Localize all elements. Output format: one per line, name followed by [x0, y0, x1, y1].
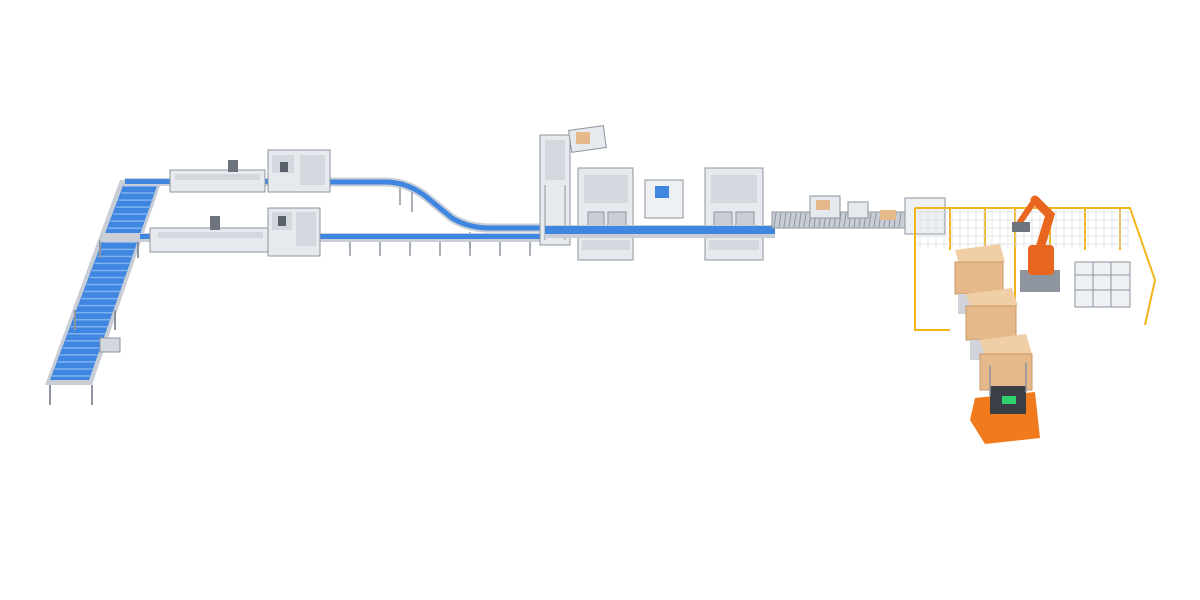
flow-wrapper-bottom	[149, 207, 321, 257]
case-packer-1	[577, 167, 634, 261]
case-packer-2	[704, 167, 764, 261]
detail-line	[838, 212, 842, 228]
detail-line	[793, 212, 797, 228]
detail-line	[873, 212, 877, 228]
packer-conveyor	[545, 225, 775, 238]
carton-sealer	[771, 195, 946, 235]
detail-line	[898, 212, 902, 228]
flow-wrapper-top	[169, 149, 331, 193]
detail-line	[783, 212, 787, 228]
mid-robot-cell	[644, 179, 684, 219]
detail-line	[868, 212, 872, 228]
infeed-conveyor	[45, 180, 162, 405]
detail-line	[788, 212, 792, 228]
detail-line	[773, 212, 777, 228]
agv-forklift	[970, 362, 1040, 444]
pallet-cage	[1074, 261, 1131, 308]
detail-line	[803, 212, 807, 228]
detail-line	[843, 212, 847, 228]
detail-line	[778, 212, 782, 228]
fence-mesh	[917, 210, 1129, 248]
palletizing-robot	[1012, 195, 1060, 292]
detail-line	[798, 212, 802, 228]
carton-stack-front	[979, 334, 1033, 391]
